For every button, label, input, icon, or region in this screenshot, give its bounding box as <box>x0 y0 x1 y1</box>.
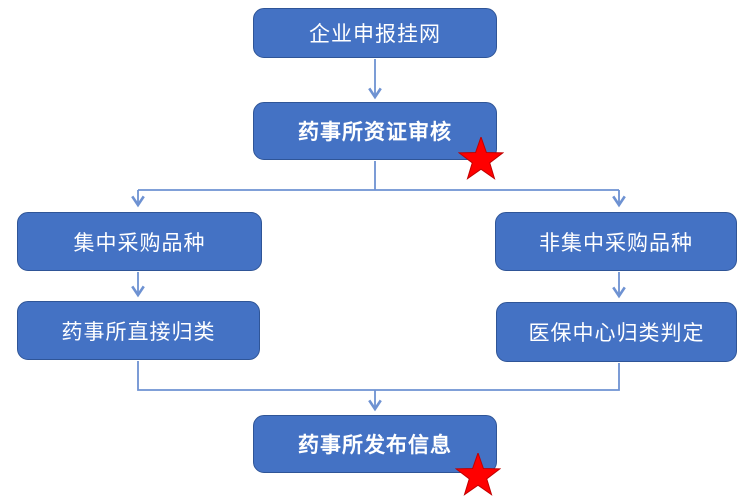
flow-node-medical-insurance-center-classification: 医保中心归类判定 <box>496 302 737 362</box>
star-icon <box>458 137 504 180</box>
node-label: 非集中采购品种 <box>539 231 693 255</box>
flow-node-centralized-procurement-variety: 集中采购品种 <box>17 212 262 271</box>
flow-node-non-centralized-procurement-variety: 非集中采购品种 <box>495 212 737 271</box>
connector-merge-rail <box>137 361 620 391</box>
node-label: 集中采购品种 <box>73 231 206 255</box>
flow-node-enterprise-declaration: 企业申报挂网 <box>253 8 497 58</box>
flow-node-pharma-institute-credential-review: 药事所资证审核 <box>253 102 497 160</box>
flow-node-pharma-institute-publish-info: 药事所发布信息 <box>253 415 497 473</box>
node-label: 医保中心归类判定 <box>528 322 705 345</box>
node-label: 企业申报挂网 <box>309 23 441 46</box>
connector-review-branch-stem <box>138 161 619 191</box>
node-label: 药事所发布信息 <box>298 434 452 457</box>
node-label: 药事所直接归类 <box>61 320 216 344</box>
star-icon <box>455 453 501 496</box>
flow-node-pharma-institute-direct-classification: 药事所直接归类 <box>17 301 260 360</box>
node-label: 药事所资证审核 <box>298 121 452 144</box>
